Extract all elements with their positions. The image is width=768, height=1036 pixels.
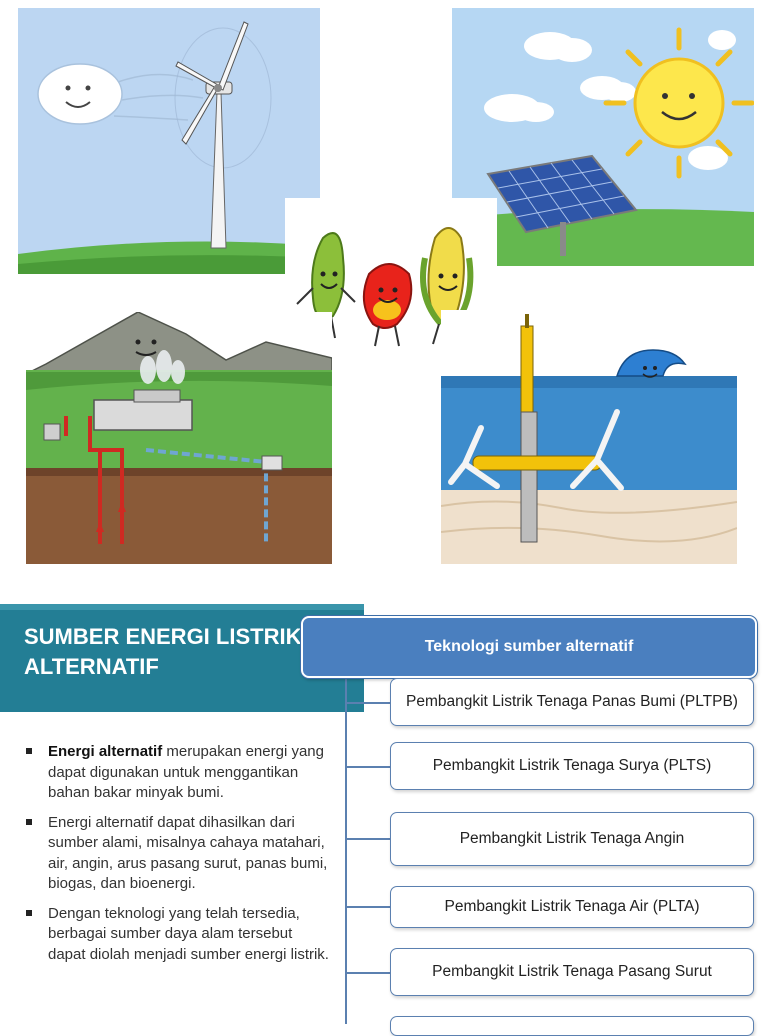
wind-turbine-illustration <box>18 8 320 274</box>
bullet-item: Dengan teknologi yang telah tersedia, be… <box>26 904 332 966</box>
bullet-text: Energi alternatif dapat dihasilkan dari … <box>48 813 328 893</box>
title-band-stripe <box>0 604 364 610</box>
diagram-item-pltpb: Pembangkit Listrik Tenaga Panas Bumi (PL… <box>390 678 754 726</box>
diagram-item-plts: Pembangkit Listrik Tenaga Surya (PLTS) <box>390 742 754 790</box>
bullet-marker <box>26 818 32 825</box>
bullet-marker <box>26 909 32 916</box>
bullet-item: Energi alternatif merupakan energi yang … <box>26 742 332 804</box>
bullet-marker <box>26 748 32 754</box>
diagram-item-partial <box>390 1016 754 1036</box>
diagram-connector <box>346 972 390 974</box>
diagram-item-pasang-surut: Pembangkit Listrik Tenaga Pasang Surut <box>390 948 754 996</box>
diagram-connector <box>346 906 390 908</box>
diagram-item-plta: Pembangkit Listrik Tenaga Air (PLTA) <box>390 886 754 928</box>
diagram-spine <box>345 676 347 1024</box>
bullet-list: Energi alternatif merupakan energi yang … <box>26 742 332 974</box>
geothermal-illustration <box>26 312 332 564</box>
bullet-item: Energi alternatif dapat dihasilkan dari … <box>26 813 332 895</box>
diagram-connector <box>346 838 390 840</box>
solar-panel-illustration <box>452 8 754 266</box>
bullet-text: merupakan energi yang dapat digunakan un… <box>48 743 324 801</box>
bullet-bold: Energi alternatif <box>48 743 163 760</box>
tidal-turbine-illustration <box>441 310 737 564</box>
bullet-text: Dengan teknologi yang telah tersedia, be… <box>48 904 329 963</box>
diagram-item-angin: Pembangkit Listrik Tenaga Angin <box>390 812 754 866</box>
diagram-connector <box>346 702 390 704</box>
diagram-connector <box>346 766 390 768</box>
diagram-header: Teknologi sumber alternatif <box>301 616 757 678</box>
slide-title: SUMBER ENERGI LISTRIK ALTERNATIF <box>24 624 302 679</box>
